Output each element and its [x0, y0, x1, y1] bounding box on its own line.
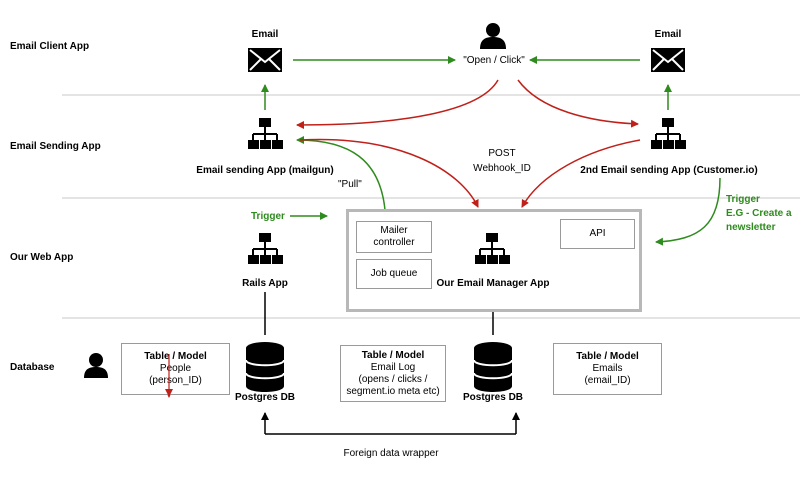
trigger-right-line3: newsletter: [726, 222, 776, 233]
trigger-left-label: Trigger: [251, 211, 285, 222]
person-icon: [480, 23, 506, 49]
table-people-key: (person_ID): [149, 375, 202, 386]
webhook-label: Webhook_ID: [473, 163, 531, 174]
envelope-icon: [248, 48, 282, 72]
email-left-label: Email: [251, 29, 279, 40]
table-email-log-name: Email Log: [370, 361, 416, 373]
network-app-icon: [248, 118, 283, 149]
network-app-icon: [651, 118, 686, 149]
open-click-label: "Open / Click": [463, 55, 525, 66]
database-icon: [245, 342, 285, 392]
customerio-label: 2nd Email sending App (Customer.io): [580, 165, 758, 176]
arrow-person-id-overlay: [165, 354, 173, 397]
mailer-controller-line2: controller: [373, 237, 415, 248]
job-queue-box: Job queue: [356, 259, 432, 289]
email-right-label: Email: [654, 29, 682, 40]
arrow-customerio-to-manager: [521, 139, 641, 208]
row-label-email-sending: Email Sending App: [10, 141, 101, 152]
mailer-controller-box: Mailer controller: [356, 221, 432, 253]
arrow-mailgun-to-manager: [299, 138, 479, 208]
network-app-icon: [248, 233, 283, 264]
arrow-trigger-right: [655, 177, 721, 246]
table-email-log-detail2: segment.io meta etc): [346, 385, 440, 397]
table-emails-key: (email_ID): [584, 375, 631, 386]
postgres-right-label: Postgres DB: [462, 392, 524, 403]
fdw-label: Foreign data wrapper: [343, 448, 439, 459]
mailer-controller-line1: Mailer: [380, 225, 408, 236]
arrow-openclick-to-customerio: [517, 79, 639, 128]
table-email-log-detail1: (opens / clicks /: [358, 373, 428, 385]
envelope-icon: [651, 48, 685, 72]
mailgun-label: Email sending App (mailgun): [196, 165, 334, 176]
table-people-name: People: [159, 363, 192, 374]
row-label-database: Database: [10, 362, 55, 373]
table-email-log-box: Table / Model Email Log (opens / clicks …: [340, 345, 446, 402]
postgres-left-label: Postgres DB: [234, 392, 296, 403]
table-emails-name: Emails: [592, 363, 623, 374]
api-label: API: [589, 228, 606, 239]
table-email-log-title: Table / Model: [361, 349, 425, 361]
trigger-right-line1: Trigger: [726, 194, 760, 205]
person-icon: [84, 353, 108, 378]
table-emails-title: Table / Model: [576, 351, 639, 362]
row-label-web-app: Our Web App: [10, 252, 74, 263]
manager-label: Our Email Manager App: [436, 278, 550, 289]
arrow-pull: [296, 136, 386, 211]
post-label: POST: [488, 148, 516, 159]
table-emails-box: Table / Model Emails (email_ID): [553, 343, 662, 395]
table-people-title: Table / Model: [144, 351, 207, 362]
job-queue-label: Job queue: [370, 268, 418, 279]
trigger-right-line2: E.G - Create a: [726, 208, 792, 219]
network-app-icon: [475, 233, 510, 264]
pull-label: "Pull": [338, 179, 362, 190]
rails-label: Rails App: [242, 278, 288, 289]
row-label-email-client: Email Client App: [10, 41, 90, 52]
database-icon: [473, 342, 513, 392]
api-box: API: [560, 219, 635, 249]
arrow-openclick-to-mailgun: [296, 79, 499, 129]
table-people-box: Table / Model People (person_ID): [121, 343, 230, 395]
